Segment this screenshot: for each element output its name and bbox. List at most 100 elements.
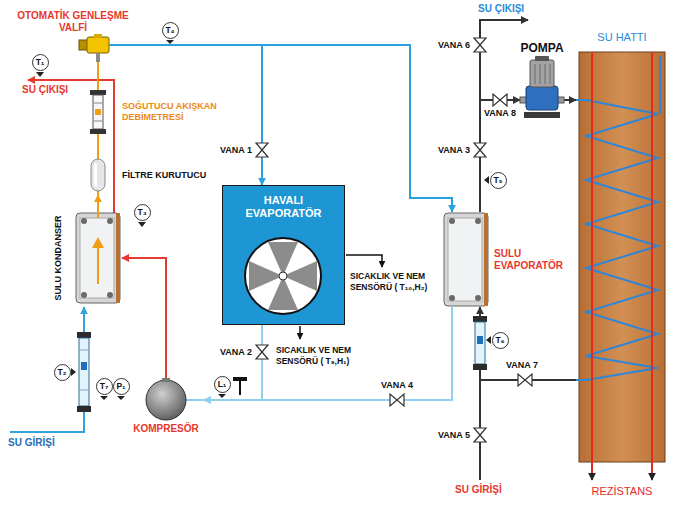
water-line-label: SU HATTI	[597, 30, 646, 44]
condenser-symbol	[97, 212, 99, 218]
sensor-arrow	[346, 255, 382, 267]
sensor-pointer	[138, 222, 146, 227]
compressor-symbol	[146, 380, 186, 420]
evaporator-label: HAVALI EVAPORATÖR	[223, 186, 344, 220]
evaporator-label: SULU EVAPORATÖR	[494, 248, 564, 272]
sensor-tag: T₂	[54, 364, 71, 381]
evaporator-symbol	[484, 213, 488, 306]
water-evaporator: SULU EVAPORATÖR	[442, 212, 564, 307]
pump-symbol	[520, 56, 564, 120]
valve-symbol	[500, 94, 507, 106]
water-flowmeter	[79, 338, 89, 406]
water-flowmeter	[81, 362, 87, 370]
valve-symbol	[525, 374, 532, 386]
valve-symbol	[474, 428, 486, 435]
pump-symbol	[535, 56, 549, 61]
valve-symbol	[493, 94, 500, 106]
sensor-pointer	[36, 40, 491, 400]
condenser-label: SULU KONDANSER	[53, 215, 64, 300]
expansion-valve: OTOMATİK GENLEŞME VALFİ	[8, 10, 138, 62]
fan-symbol	[245, 238, 321, 314]
pump-symbol	[530, 60, 554, 87]
expansion-valve-symbol	[109, 44, 138, 46]
pump-symbol	[524, 112, 560, 118]
valve-symbol	[256, 143, 268, 150]
water-flowmeter	[475, 322, 485, 364]
flowmeter-symbol	[93, 103, 103, 104]
heater-label: REZİSTANS	[592, 484, 653, 498]
water-flowmeter	[473, 364, 487, 370]
sensor-pointer	[100, 396, 108, 400]
sensor-tag: T₁	[32, 54, 49, 71]
sensor-tag: T₃	[134, 204, 151, 221]
water-flowmeter	[477, 336, 483, 344]
flowmeter-symbol	[93, 121, 103, 122]
valve-label: OTOMATİK GENLEŞME VALFİ	[8, 10, 138, 34]
valve-symbol	[397, 394, 404, 406]
expansion-valve-symbol	[94, 34, 102, 38]
pipe-connector	[97, 62, 99, 90]
pipe-label: SU GİRİŞİ	[455, 484, 502, 496]
pressure-gauge	[239, 381, 241, 395]
compressor-symbol	[162, 378, 170, 382]
water-flowmeter	[77, 316, 487, 412]
compressor: KOMPRESÖR	[128, 378, 204, 436]
sensor-pointer	[166, 40, 174, 44]
pipe-connector	[204, 325, 262, 400]
condenser-symbol	[80, 218, 114, 298]
pressure-gauge	[233, 377, 247, 395]
pipe-label: SU ÇIKIŞI	[22, 84, 68, 96]
tank-symbol	[576, 100, 658, 380]
pipe-label: VANA 6	[420, 40, 470, 51]
water-condenser: SULU KONDANSER	[50, 212, 122, 304]
tank-symbol	[651, 52, 653, 480]
valve-symbol	[256, 352, 268, 359]
compressor-label: KOMPRESÖR	[133, 422, 199, 436]
tank-symbol	[659, 56, 661, 114]
fan-symbol	[268, 242, 298, 276]
flowmeter-label: SOĞUTUCU AKIŞKAN DEBİMETRESİ	[122, 101, 247, 123]
pipe-label: VANA 1	[200, 145, 252, 156]
pipe-connector	[564, 99, 576, 101]
filter-drier: FİLTRE KURUTUCU	[88, 155, 206, 195]
water-flowmeter	[79, 350, 89, 351]
evaporator-symbol	[449, 295, 455, 301]
pipe-label: VANA 7	[506, 360, 538, 371]
compressor-symbol	[184, 399, 204, 401]
water-flowmeter	[473, 316, 487, 322]
condenser-symbol	[107, 218, 113, 224]
valve-symbol	[256, 345, 268, 352]
sensor-pointer	[486, 336, 491, 344]
expansion-valve-symbol	[87, 37, 109, 53]
fan-symbol	[283, 261, 317, 291]
condenser-symbol	[81, 292, 87, 298]
pump-symbol	[535, 64, 536, 84]
sensor-tag: T₅	[490, 172, 507, 189]
pipe-connector	[122, 258, 166, 378]
compressor-symbol	[128, 378, 204, 422]
condenser-symbol	[74, 212, 122, 304]
condenser-symbol	[92, 237, 104, 248]
flowmeter-symbol	[88, 90, 108, 134]
sensor-pointer	[71, 368, 76, 376]
valve-symbol	[518, 374, 525, 386]
water-flowmeter	[77, 332, 91, 338]
sensor-arrow	[299, 326, 301, 339]
pipe-connector	[97, 195, 99, 212]
evaporator-symbol	[442, 212, 490, 307]
flowmeter-symbol	[90, 90, 106, 95]
valve-symbol	[474, 435, 486, 442]
filter-drier-symbol	[88, 155, 108, 195]
valve-symbol	[390, 394, 397, 406]
label-cell: SULU KONDANSER	[50, 212, 66, 304]
pump-symbol	[550, 64, 551, 84]
condenser-symbol	[116, 213, 120, 303]
sensor-tag: P₁	[113, 378, 130, 395]
evaporator-symbol	[448, 218, 482, 301]
tank-symbol	[576, 44, 668, 484]
sensor-tag: T₇	[96, 378, 113, 395]
evaporator-symbol	[475, 295, 481, 301]
condenser-symbol	[107, 292, 113, 298]
